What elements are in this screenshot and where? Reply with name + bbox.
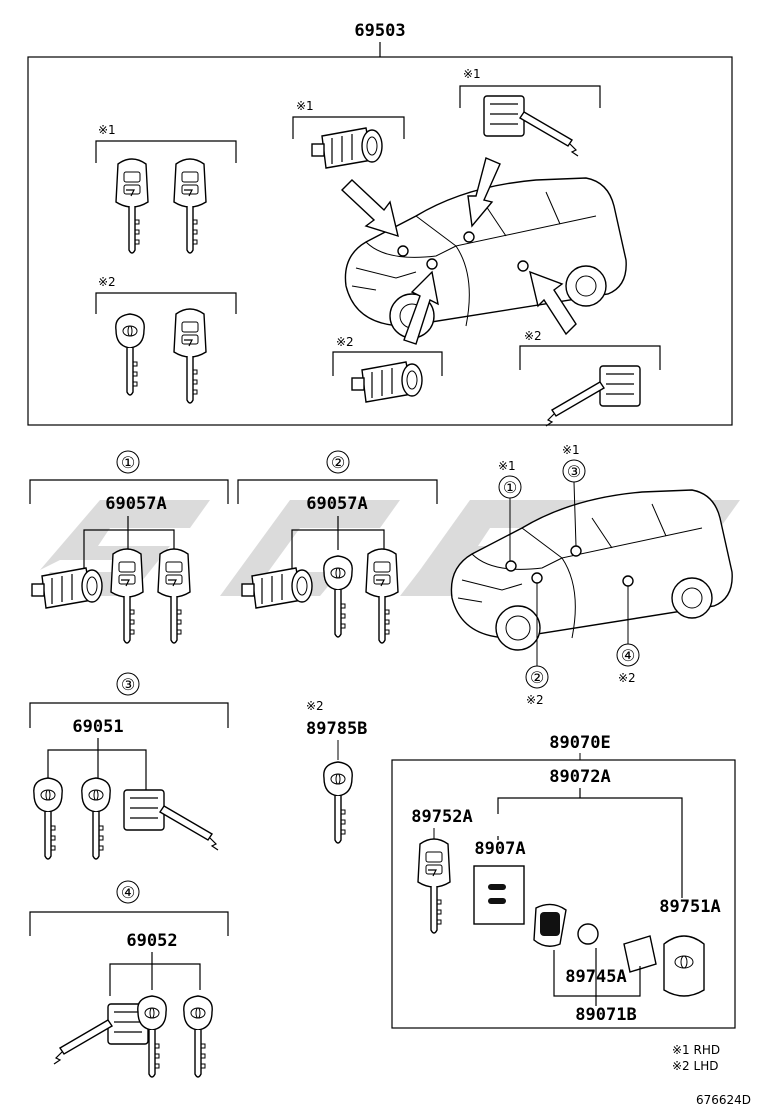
cover-plate-icon bbox=[623, 935, 657, 973]
lock-cylinder-icon bbox=[31, 567, 103, 609]
part-89071B-number: 89071B bbox=[575, 1005, 636, 1025]
group-4-index: ④ bbox=[121, 883, 135, 902]
locator-4-note: ※2 bbox=[618, 671, 636, 685]
door-lock-actuator-icon bbox=[545, 365, 641, 427]
remote-key-icon bbox=[173, 308, 207, 404]
legend-rhd: ※1 RHD bbox=[672, 1043, 720, 1057]
plain-key-icon bbox=[33, 777, 63, 860]
door-lock-actuator-icon bbox=[123, 789, 219, 851]
group-1-part-number: 69057A bbox=[105, 494, 166, 514]
rhd-door-lock-marker: ※1 bbox=[463, 67, 481, 81]
part-89785B-number: 89785B bbox=[306, 719, 367, 739]
part-89785B-note: ※2 bbox=[306, 699, 324, 713]
lock-cylinder-icon bbox=[351, 361, 423, 403]
locator-4: ④ bbox=[621, 646, 635, 665]
group-1-index: ① bbox=[121, 453, 135, 472]
assembly-number: 69503 bbox=[354, 21, 405, 41]
group-4-part-number: 69052 bbox=[126, 931, 177, 951]
key-chip-card-icon bbox=[473, 865, 525, 925]
arrow-icon bbox=[340, 179, 399, 238]
remote-key-icon bbox=[417, 838, 451, 934]
arrow-icon bbox=[529, 270, 577, 336]
plain-key-icon bbox=[81, 777, 111, 860]
locator-1: ① bbox=[503, 478, 517, 497]
part-89070E-kit: 89070E 89072A 89752A 8907A 89751A 89745A… bbox=[391, 733, 736, 1029]
locator-2: ② bbox=[530, 668, 544, 687]
lhd-cylinder: ※2 bbox=[332, 335, 443, 403]
remote-key-icon bbox=[173, 158, 207, 254]
lhd-key-pair-marker: ※2 bbox=[98, 275, 116, 289]
part-89070E-number: 89070E bbox=[549, 733, 610, 753]
lhd-door-lock: ※2 bbox=[519, 329, 661, 427]
lhd-cylinder-marker: ※2 bbox=[336, 335, 354, 349]
part-89072A-number: 89072A bbox=[549, 767, 610, 787]
arrow-icon bbox=[403, 270, 439, 345]
group-2: ② 69057A bbox=[237, 450, 438, 644]
diagram-id: 676624D bbox=[696, 1093, 751, 1107]
group-3-part-number: 69051 bbox=[72, 717, 123, 737]
arrow-icon bbox=[467, 157, 501, 228]
rhd-key-pair-marker: ※1 bbox=[98, 123, 116, 137]
plain-key-icon bbox=[115, 313, 145, 396]
group-4: ④ 69052 bbox=[29, 880, 229, 1078]
rhd-cylinder: ※1 bbox=[292, 99, 405, 169]
part-89785B: ※2 89785B bbox=[306, 699, 367, 844]
plain-key-icon bbox=[183, 995, 213, 1078]
top-car-illustration bbox=[340, 157, 627, 345]
part-8907A-number: 8907A bbox=[474, 839, 525, 859]
locator-1-note: ※1 bbox=[498, 459, 516, 473]
part-89752A-number: 89752A bbox=[411, 807, 472, 827]
group-2-index: ② bbox=[331, 453, 345, 472]
rhd-door-lock: ※1 bbox=[459, 67, 601, 157]
group-3: ③ 69051 bbox=[29, 672, 229, 860]
door-lock-actuator-icon bbox=[53, 1003, 149, 1065]
key-fob-icon bbox=[663, 935, 705, 997]
locator-2-note: ※2 bbox=[526, 693, 544, 707]
part-89751A-number: 89751A bbox=[659, 897, 720, 917]
plain-key-icon bbox=[323, 761, 353, 844]
locator-car-illustration: ※1 ① ※1 ③ ② ※2 ④ ※2 bbox=[450, 443, 733, 707]
remote-key-icon bbox=[157, 548, 191, 644]
kit-frame bbox=[391, 759, 736, 1029]
plain-key-icon bbox=[323, 555, 353, 638]
group-3-index: ③ bbox=[121, 675, 135, 694]
rhd-cylinder-marker: ※1 bbox=[296, 99, 314, 113]
battery-cell-icon bbox=[577, 923, 599, 945]
group-1: ① 69057A bbox=[29, 450, 229, 644]
door-lock-actuator-icon bbox=[483, 95, 579, 157]
rhd-key-pair: ※1 bbox=[95, 123, 237, 254]
remote-key-icon bbox=[365, 548, 399, 644]
lhd-door-lock-marker: ※2 bbox=[524, 329, 542, 343]
legend-lhd: ※2 LHD bbox=[672, 1059, 718, 1073]
lhd-key-pair: ※2 bbox=[95, 275, 237, 404]
lock-cylinder-icon bbox=[311, 127, 383, 169]
assembly-frame bbox=[27, 56, 733, 426]
part-89745A-number: 89745A bbox=[565, 967, 626, 987]
remote-key-icon bbox=[115, 158, 149, 254]
locator-3-note: ※1 bbox=[562, 443, 580, 457]
group-2-part-number: 69057A bbox=[306, 494, 367, 514]
locator-3: ③ bbox=[567, 462, 581, 481]
